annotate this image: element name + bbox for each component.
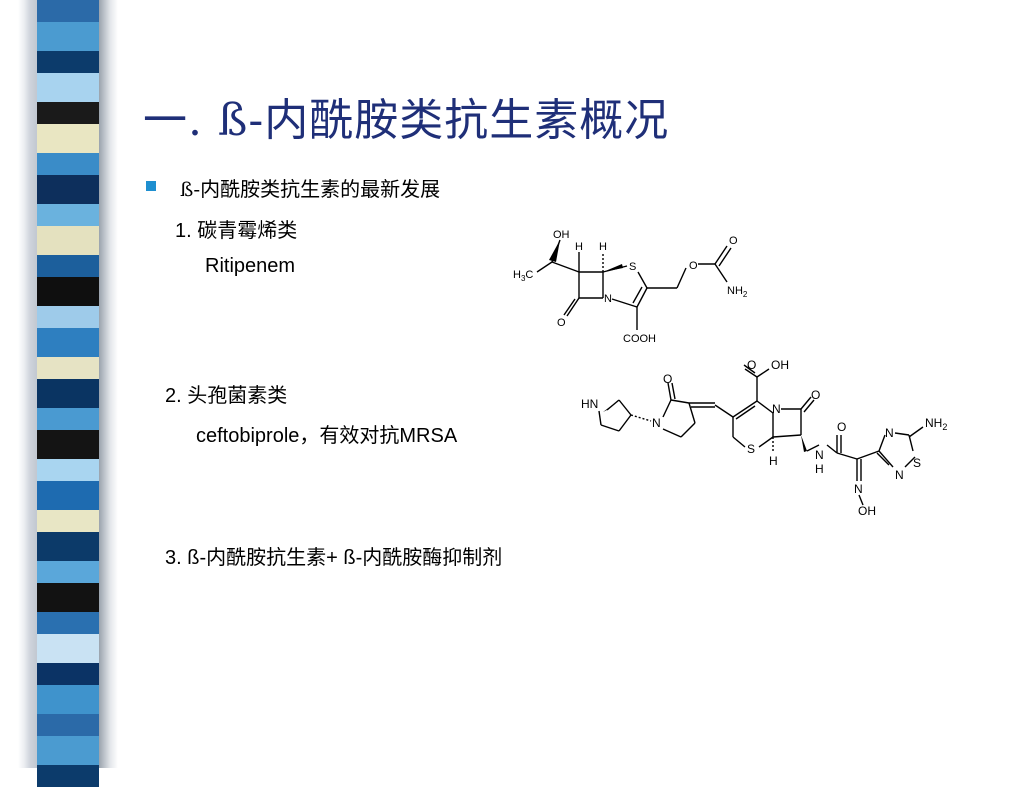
stripe-block <box>37 124 99 153</box>
ceftobiprole-amide-o-label: O <box>837 420 846 434</box>
ceftobiprole-n-pyrrolidinone-label: N <box>652 416 661 430</box>
stripe-block <box>37 102 99 124</box>
ceftobiprole-amide-h-label: H <box>815 462 824 476</box>
stripe-block <box>37 226 99 255</box>
ceftobiprole-oxime-oh-label: OH <box>858 504 876 518</box>
ritipenem-nh2-label: NH2 <box>727 285 748 299</box>
stripe-block <box>37 663 99 685</box>
ritipenem-h1-label: H <box>575 241 583 253</box>
ceftobiprole-cooh-o-label: O <box>747 358 756 372</box>
stripe-block <box>37 328 99 357</box>
stripe-block <box>37 408 99 430</box>
ceftobiprole-amide-n-label: N <box>815 448 824 462</box>
stripe-block <box>37 459 99 481</box>
stripe-block <box>37 634 99 663</box>
stripe-block <box>37 379 99 408</box>
slide-title: 一. ß-内酰胺类抗生素概况 <box>143 95 670 146</box>
stripe-block <box>37 175 99 204</box>
stripe-block <box>37 255 99 277</box>
item-3-heading: 3. ß-内酰胺抗生素+ ß-内酰胺酶抑制剂 <box>165 547 503 569</box>
ritipenem-oh-label: OH <box>553 229 570 241</box>
ritipenem-o-ester-label: O <box>689 260 698 272</box>
stripe-block <box>37 0 99 22</box>
ritipenem-o-carbonyl-label: O <box>729 235 738 247</box>
stripe-block <box>37 73 99 102</box>
item-2-drug: ceftobiprole，有效对抗MRSA <box>196 425 458 447</box>
stripe-block <box>37 765 99 787</box>
stripe-block <box>37 204 99 226</box>
stripe-block <box>37 583 99 612</box>
decorative-stripe-bar <box>37 0 99 787</box>
stripe-block <box>37 532 99 561</box>
ceftobiprole-hn-label: HN <box>581 397 598 411</box>
stripe-block <box>37 714 99 736</box>
stripe-block <box>37 357 99 379</box>
ceftobiprole-thiadiazole-n1-label: N <box>885 426 894 440</box>
ritipenem-n-label: N <box>604 293 612 305</box>
bullet-square-icon <box>146 181 156 191</box>
stripe-block <box>37 306 99 328</box>
ceftobiprole-o-lactam-label: O <box>811 388 820 402</box>
ceftobiprole-n-lactam-label: N <box>772 402 781 416</box>
ceftobiprole-s-ring-label: S <box>747 442 755 456</box>
ritipenem-h3c-label: H3C <box>513 269 533 283</box>
stripe-block <box>37 612 99 634</box>
ritipenem-o-lactam-label: O <box>557 317 566 329</box>
ceftobiprole-pyrrolidinone-o-label: O <box>663 372 672 386</box>
bullet-text: ß-内酰胺类抗生素的最新发展 <box>180 177 441 201</box>
ceftobiprole-h-stereo-label: H <box>769 454 778 468</box>
stripe-block <box>37 51 99 73</box>
stripe-block <box>37 277 99 306</box>
ritipenem-h2-label: H <box>599 241 607 253</box>
ceftobiprole-oxime-n-label: N <box>854 482 863 496</box>
ceftobiprole-nh2-label: NH2 <box>925 416 947 432</box>
stripe-block <box>37 430 99 459</box>
ritipenem-structure: OH H H H3C S N O O O NH2 COOH <box>513 229 748 345</box>
item-1-heading: 1. 碳青霉烯类 <box>175 220 298 242</box>
decorative-stripe-shadow <box>99 0 118 768</box>
stripe-block <box>37 561 99 583</box>
item-1-drug: Ritipenem <box>205 255 296 277</box>
stripe-block <box>37 153 99 175</box>
ritipenem-cooh-label: COOH <box>623 333 656 345</box>
stripe-block <box>37 685 99 714</box>
ceftobiprole-structure: O OH O HN N N O S H N H O N OH N N S NH2 <box>581 358 947 518</box>
stripe-block <box>37 481 99 510</box>
item-2-heading: 2. 头孢菌素类 <box>165 385 288 407</box>
stripe-block <box>37 736 99 765</box>
stripe-block <box>37 22 99 51</box>
ceftobiprole-thiadiazole-n2-label: N <box>895 468 904 482</box>
ritipenem-s-label: S <box>629 261 636 273</box>
stripe-block <box>37 510 99 532</box>
ceftobiprole-thiadiazole-s-label: S <box>913 456 921 470</box>
ceftobiprole-cooh-oh-label: OH <box>771 358 789 372</box>
